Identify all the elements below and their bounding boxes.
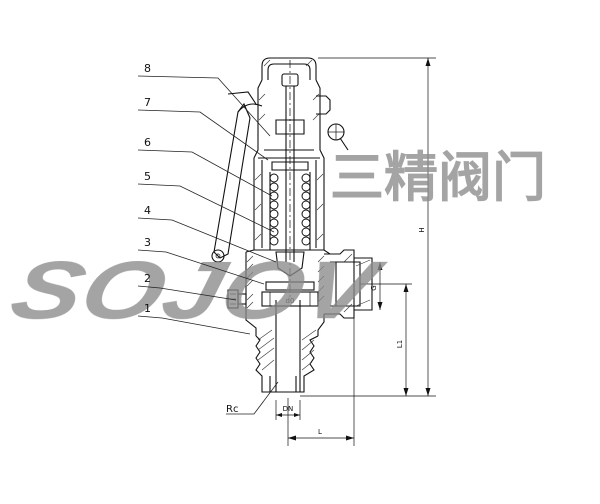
- spring-coil: [301, 218, 311, 228]
- dimension-g: G: [370, 262, 383, 310]
- spring-coil: [301, 200, 311, 210]
- dimension-l: L: [287, 296, 355, 446]
- spring-coil: [301, 191, 311, 201]
- valve-body: [245, 57, 373, 393]
- svg-text:4: 4: [144, 204, 151, 217]
- body-hatching: [246, 59, 371, 371]
- svg-text:2: 2: [144, 272, 151, 285]
- spring-coil: [301, 236, 311, 246]
- callout-1: 1: [137, 302, 251, 335]
- callout-rc: Rc: [226, 381, 279, 415]
- spring: [269, 172, 311, 250]
- callout-5: 5: [137, 170, 275, 233]
- sojov-watermark: SOJOV 三精阀门: [2, 146, 546, 336]
- dimension-dn: DN: [275, 400, 301, 420]
- spring-coil: [269, 209, 279, 219]
- d0-label: d0: [286, 297, 295, 305]
- spring-coil: [269, 218, 279, 228]
- l-label: L: [318, 428, 322, 436]
- spring-coil: [269, 236, 279, 246]
- callout-7: 7: [137, 96, 269, 161]
- callout-2: 2: [137, 272, 237, 301]
- top-right-screw: [316, 95, 349, 151]
- callouts: 8 7 6 5 4 3 2 1: [137, 62, 279, 415]
- spring-coil: [301, 173, 311, 183]
- valve-disc: d0: [261, 251, 319, 307]
- lifting-lever: [211, 91, 263, 263]
- l1-label: L1: [396, 340, 404, 348]
- dimension-l1: L1: [360, 283, 412, 396]
- svg-text:3: 3: [144, 236, 151, 249]
- spring-coil: [301, 182, 311, 192]
- h-label: H: [418, 227, 426, 232]
- svg-text:7: 7: [144, 96, 151, 109]
- spring-coil: [269, 227, 279, 237]
- callout-3: 3: [137, 236, 265, 285]
- watermark-chinese-text: 三精阀门: [330, 146, 546, 209]
- svg-text:6: 6: [144, 136, 151, 149]
- spring-coil: [301, 227, 311, 237]
- dn-label: DN: [283, 405, 294, 413]
- spring-coil: [269, 182, 279, 192]
- callout-6: 6: [137, 136, 273, 197]
- spring-coil: [301, 209, 311, 219]
- callout-8: 8: [137, 62, 271, 137]
- svg-text:8: 8: [144, 62, 151, 75]
- watermark-latin-text: SOJOV: [2, 244, 393, 336]
- svg-text:1: 1: [144, 302, 151, 315]
- svg-text:Rc: Rc: [226, 404, 238, 415]
- spring-coil: [269, 173, 279, 183]
- spring-coil: [269, 191, 279, 201]
- valve-stem: [271, 60, 309, 300]
- spring-coil: [269, 200, 279, 210]
- dimension-h: H: [300, 57, 436, 397]
- callout-4: 4: [137, 204, 277, 263]
- svg-text:5: 5: [144, 170, 151, 183]
- g-label: G: [370, 285, 378, 290]
